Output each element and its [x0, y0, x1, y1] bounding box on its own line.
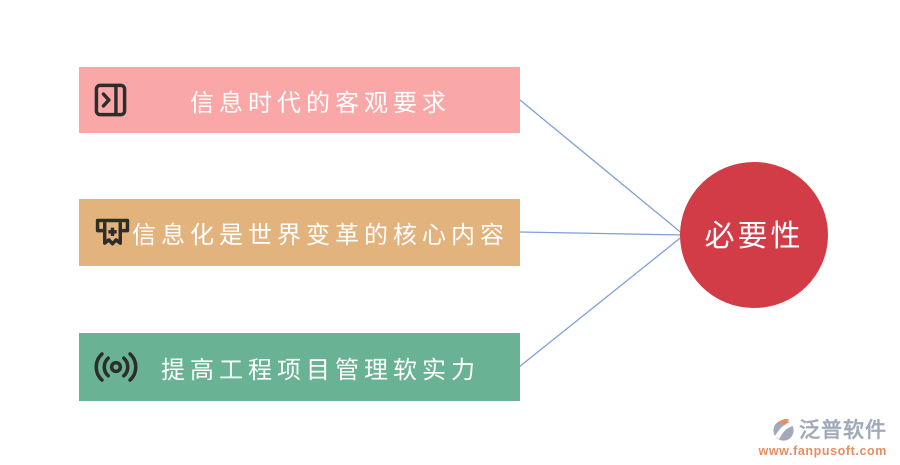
side-panel-arrow-icon — [91, 81, 130, 120]
item-bar-world-change: 信息化是世界变革的核心内容 — [79, 199, 520, 266]
receipt-dispenser-icon — [91, 211, 134, 254]
broadcast-signal-icon — [91, 350, 141, 384]
center-node: 必要性 — [680, 162, 828, 308]
item-bar-information-age: 信息时代的客观要求 — [79, 67, 520, 133]
watermark: 泛普软件 www.fanpusoft.com — [759, 414, 888, 458]
watermark-url: www.fanpusoft.com — [758, 444, 887, 458]
item-label: 信息化是世界变革的核心内容 — [132, 222, 509, 249]
connector-line-bottom — [518, 234, 685, 368]
connector-line-middle — [519, 231, 685, 236]
fanpu-logo-icon — [770, 416, 797, 443]
watermark-brand: 泛普软件 — [799, 419, 887, 442]
center-node-label: 必要性 — [704, 220, 804, 253]
connector-line-top — [519, 99, 685, 236]
item-bar-soft-power: 提高工程项目管理软实力 — [79, 333, 520, 401]
item-label: 信息时代的客观要求 — [190, 89, 451, 117]
item-label: 提高工程项目管理软实力 — [161, 356, 480, 384]
